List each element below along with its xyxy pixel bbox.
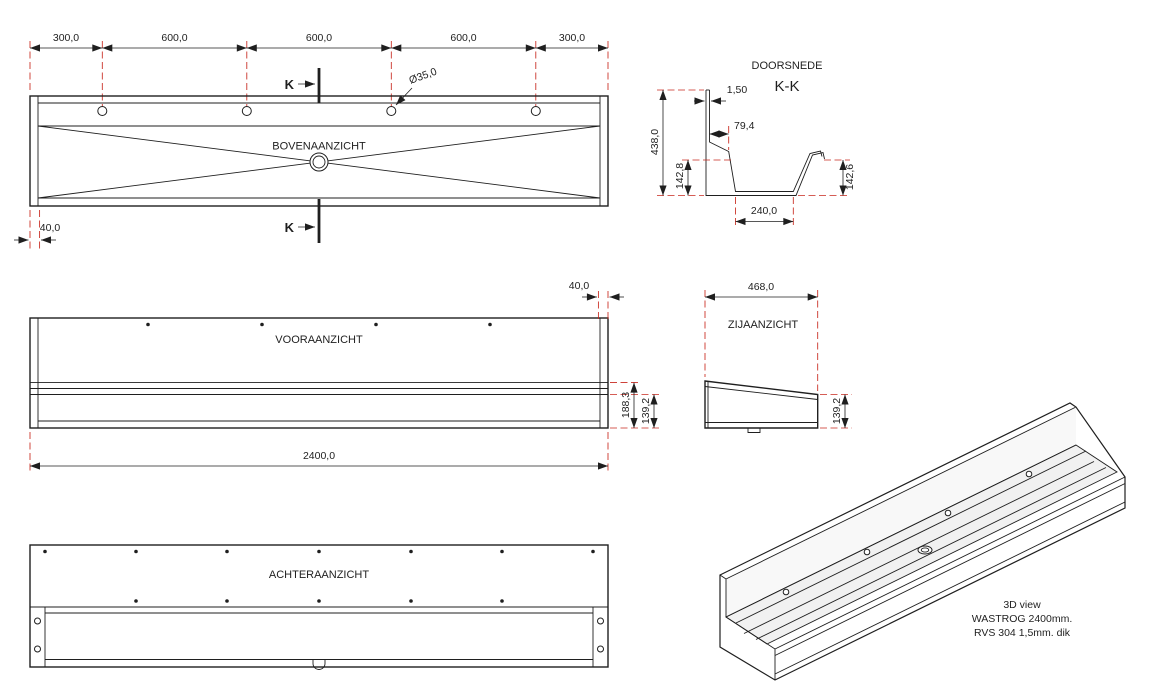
top-view-extension-lines	[29, 41, 609, 106]
dim-468: 468,0	[748, 281, 774, 293]
dim-139-2-front: 139,2	[640, 398, 652, 424]
side-view-width-dim: 468,0	[704, 281, 819, 391]
front-view-label: VOORAANZICHT	[275, 334, 363, 346]
dim-139-2-side: 139,2	[831, 398, 843, 424]
section-dim-depth-right: 142,6	[798, 159, 856, 196]
dim-endcap-40-right: 40,0	[569, 280, 590, 292]
iso-tap-holes	[782, 470, 1033, 596]
front-view: VOORAANZICHT 40,0 188,3 139,2 2400,0	[29, 280, 661, 472]
front-view-spot-welds	[146, 322, 492, 327]
iso-caption-line3: RVS 304 1,5mm. dik	[974, 627, 1071, 639]
section-name: K-K	[774, 78, 799, 95]
side-view-height-dim: 139,2	[820, 394, 852, 429]
dim-600-1: 600,0	[161, 32, 187, 44]
section-title: DOORSNEDE	[752, 60, 823, 72]
rear-view-spot-welds	[43, 549, 595, 603]
rear-bracket-holes	[34, 617, 604, 653]
iso-back-wall-inner	[726, 407, 1076, 617]
section-view: DOORSNEDE K-K 438,0 1,50 79,4	[649, 60, 856, 227]
iso-caption-line1: 3D view	[1003, 599, 1041, 611]
dim-438: 438,0	[649, 129, 661, 155]
front-view-length-dim: 2400,0	[29, 432, 609, 472]
front-view-endcap-dim: 40,0	[569, 280, 624, 322]
side-drain-stub	[747, 428, 761, 433]
dim-endcap-40-left: 40,0	[40, 222, 61, 234]
iso-caption-line2: WASTROG 2400mm.	[972, 613, 1073, 625]
dim-600-2: 600,0	[306, 32, 332, 44]
section-dim-bottom: 240,0	[735, 197, 794, 227]
tap-hole-1	[97, 106, 108, 116]
section-dim-flange: 79,4	[709, 120, 755, 150]
section-profile	[705, 89, 825, 196]
dim-79-4: 79,4	[734, 120, 755, 132]
iso-drain	[917, 545, 933, 555]
top-view-label: BOVENAANZICHT	[272, 141, 366, 153]
dim-1-50: 1,50	[727, 84, 748, 96]
side-view-outline	[704, 380, 819, 433]
front-view-outline	[29, 317, 609, 429]
top-view: 300,0 600,0 600,0 600,0 300,0 BOVENAANZI…	[14, 32, 609, 249]
rear-view: ACHTERAANZICHT	[29, 544, 609, 670]
dim-240: 240,0	[751, 205, 777, 217]
side-view: 468,0 ZIJAANZICHT 139,2	[704, 281, 852, 433]
section-letter-top: K	[285, 77, 295, 92]
section-letter-bottom: K	[285, 220, 295, 235]
section-dim-wall: 1,50	[694, 84, 748, 105]
front-view-height-dims: 188,3 139,2	[610, 382, 661, 429]
iso-view: 3D view WASTROG 2400mm. RVS 304 1,5mm. d…	[719, 402, 1126, 681]
rear-drain-stub	[312, 659, 326, 670]
dim-142-6: 142,6	[844, 164, 856, 190]
dim-600-3: 600,0	[450, 32, 476, 44]
iso-edges	[719, 406, 1126, 680]
dim-142-8: 142,8	[674, 163, 686, 189]
dim-2400: 2400,0	[303, 450, 335, 462]
rear-view-label: ACHTERAANZICHT	[269, 569, 370, 581]
tap-hole-4	[530, 106, 541, 116]
side-view-label: ZIJAANZICHT	[728, 319, 799, 331]
dim-188-3: 188,3	[620, 392, 632, 418]
rear-view-outline	[29, 544, 609, 670]
dim-300-left: 300,0	[53, 32, 79, 44]
top-view-endcap-dim: 40,0	[14, 210, 60, 249]
section-dim-height: 438,0	[649, 89, 704, 196]
drain-top	[309, 152, 329, 172]
tap-hole-3	[386, 106, 397, 116]
section-dim-depth-left: 142,8	[674, 159, 734, 196]
section-line-k: K K	[285, 68, 321, 243]
iso-caption: 3D view WASTROG 2400mm. RVS 304 1,5mm. d…	[972, 599, 1073, 639]
dim-300-right: 300,0	[559, 32, 585, 44]
tap-hole-2	[241, 106, 252, 116]
tap-holes	[97, 106, 541, 116]
label-mask	[266, 140, 372, 152]
